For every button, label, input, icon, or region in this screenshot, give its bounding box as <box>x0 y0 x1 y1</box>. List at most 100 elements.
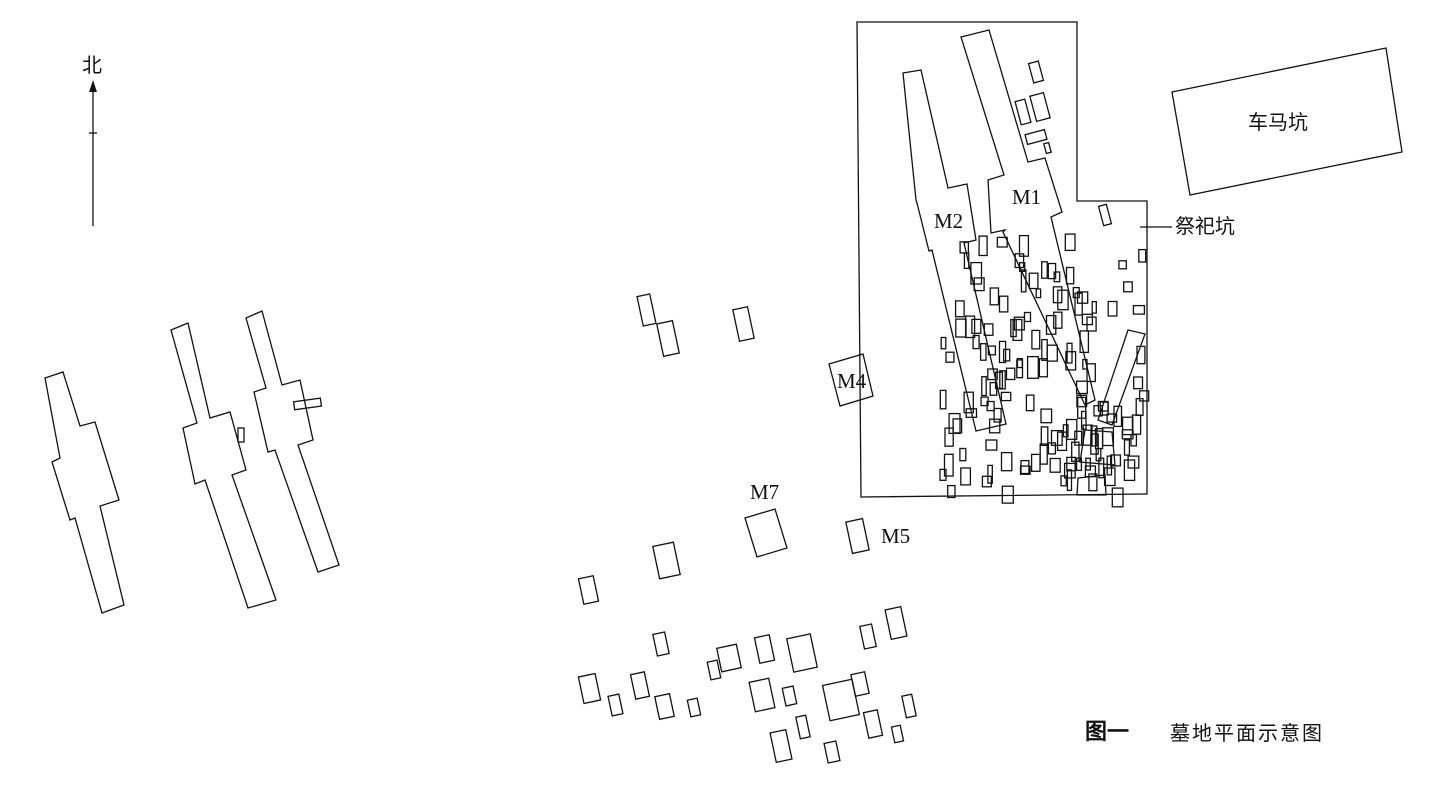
tomb <box>654 692 675 721</box>
sacrificial-pit <box>981 376 987 397</box>
north-arrow-icon <box>89 80 97 226</box>
m1-label: M1 <box>1012 185 1042 209</box>
tomb <box>655 319 681 358</box>
sacrificial-pit <box>1077 396 1087 419</box>
sacrificial-pit <box>1000 451 1013 472</box>
sacrificial-pit <box>1062 424 1069 438</box>
sacrificial-pit <box>1057 289 1069 311</box>
sacrificial-pit <box>1095 447 1102 462</box>
sacrificial-pit <box>1065 266 1075 285</box>
sacrificial-pit <box>971 318 982 334</box>
figure-title: 墓地平面示意图 <box>1170 721 1324 745</box>
sacrificial-pit <box>1136 345 1146 365</box>
sacrificial-pit <box>939 468 947 481</box>
sacrificial-pit <box>1060 475 1067 487</box>
sacrificial-pit <box>1072 286 1080 299</box>
pit <box>237 427 245 443</box>
sacrificial-pit <box>1103 467 1116 487</box>
tomb <box>715 643 743 673</box>
sacrificial-pit <box>1079 330 1090 354</box>
sacrificial-pit <box>1045 314 1057 335</box>
sacrificial-pit <box>1019 465 1031 475</box>
sacrificial-pit <box>1040 408 1053 424</box>
sacrificial-pit <box>1052 286 1063 304</box>
sacrificial-pit <box>1130 433 1138 447</box>
tomb <box>732 306 755 342</box>
sacrificial-pit <box>1005 367 1016 381</box>
sacrificial-pit <box>1138 248 1147 263</box>
tomb <box>862 709 884 739</box>
sacrificial-pit <box>1049 457 1061 473</box>
sacrificial-pit <box>1047 262 1057 280</box>
tomb <box>884 605 908 641</box>
sacrificial-pit <box>1056 431 1068 452</box>
sacrificial-pit <box>959 447 967 462</box>
sacrificial-pit <box>1010 318 1017 338</box>
sacrificial-pit <box>955 318 967 338</box>
sacrificial-pit <box>1101 427 1115 447</box>
tomb <box>850 671 870 697</box>
sacrificial-pit <box>996 236 1008 248</box>
sacrificial-pit <box>973 277 985 292</box>
tomb <box>890 724 905 744</box>
m2-label: M2 <box>934 209 964 233</box>
tomb <box>706 659 722 681</box>
sacrificial-pit <box>1028 272 1039 290</box>
sacrificial-pit <box>1064 233 1076 252</box>
sacrificial-pit <box>1013 316 1025 331</box>
sacrificial-pit <box>1050 429 1063 446</box>
tomb-west-2 <box>170 322 277 609</box>
sacrificial-pit <box>1018 234 1030 257</box>
sacrificial-pit <box>989 287 1000 306</box>
sacrificial-pit <box>948 412 961 435</box>
sacrificial-pit <box>1091 300 1097 314</box>
sacrificial-pit <box>1030 453 1041 472</box>
pit <box>1097 203 1113 227</box>
tomb <box>823 740 841 764</box>
sacrificial-pit <box>1014 253 1025 269</box>
sacrificial-pit <box>1123 439 1131 456</box>
tomb <box>858 623 878 650</box>
sacrificial-pit <box>1090 433 1099 455</box>
tomb <box>629 671 651 700</box>
sacrificial-pit <box>964 315 976 339</box>
sacrificial-pit <box>1106 413 1118 423</box>
sacrificial-pit <box>1111 487 1124 508</box>
tomb <box>769 728 793 764</box>
sacrificial-pit <box>939 389 947 410</box>
sacrificial-pit <box>994 371 1004 390</box>
tomb <box>901 693 917 719</box>
sacrificial-pit <box>1053 311 1063 329</box>
sacrificial-pit <box>1001 485 1014 504</box>
sacrificial-pit <box>979 343 987 361</box>
sacrificial-pit <box>1086 363 1096 383</box>
sacrificial-pit <box>1088 473 1098 492</box>
sacrificial-pit <box>1076 394 1088 408</box>
sacrificial-pit <box>963 391 974 414</box>
tomb <box>652 631 670 657</box>
pit <box>1024 128 1048 146</box>
sacrificial-pit <box>1066 469 1073 492</box>
tomb <box>577 672 602 705</box>
sacrificial-pit <box>1065 418 1078 440</box>
sacrificial-pit <box>1065 351 1077 371</box>
sacrificial-pit <box>1020 459 1030 475</box>
sacrificial-pit <box>1002 348 1011 362</box>
sacrificial-pit <box>1039 443 1048 465</box>
tomb <box>607 693 624 717</box>
sacrificial-pit <box>985 439 998 451</box>
sacrificial-pit <box>1084 465 1097 478</box>
sacrificial-pit <box>945 351 955 363</box>
sacrificial-pit <box>947 484 956 499</box>
sacrificial-pit <box>1012 318 1023 342</box>
excavation-boundary <box>856 21 1148 498</box>
figure-number: 图一 <box>1085 720 1130 745</box>
tomb <box>636 293 657 327</box>
sacrificial-pit <box>963 252 970 270</box>
sacrificial-pit <box>960 467 972 486</box>
sacrificial-pit <box>970 261 983 285</box>
sacrificial-pit <box>954 300 965 318</box>
sacrificial-pit <box>983 323 994 336</box>
tomb <box>577 574 600 606</box>
